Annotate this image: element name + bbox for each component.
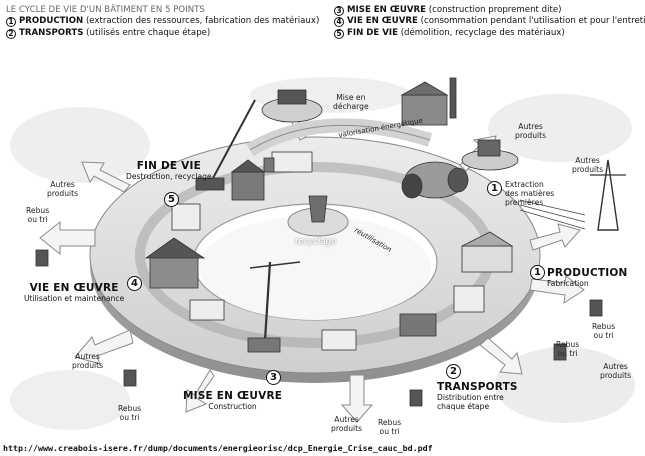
label-line: produits [47, 189, 79, 198]
label-line: produits [331, 424, 363, 433]
label-line: Autres [518, 122, 543, 131]
legend-right: 3 MISE EN ŒUVRE (construction proprement… [334, 5, 645, 39]
stage-subtitle-line: chaque étape [437, 402, 490, 411]
legend-item-name: PRODUCTION [19, 16, 84, 27]
diagram-title: LE CYCLE DE VIE D'UN BÂTIMENT EN 5 POINT… [6, 5, 205, 15]
label-line: Rebus [592, 322, 616, 331]
label-line: Extraction [505, 180, 544, 189]
stage-title: FIN DE VIE [136, 160, 201, 172]
life-cycle-illustration [10, 77, 635, 430]
stage-title: VIE EN ŒUVRE [29, 282, 119, 294]
stage-marker: 4 [127, 276, 142, 291]
label-recyclage: recyclage [295, 237, 337, 247]
recycle-bin-icon [308, 195, 328, 223]
stage-subtitle: Construction [208, 402, 257, 411]
legend-item-mise-en-oeuvre: 3 MISE EN ŒUVRE (construction proprement… [334, 5, 645, 16]
label-mise-en-decharge: Mise en décharge [333, 93, 369, 111]
stage-marker: 1 [487, 181, 502, 196]
label-line: décharge [333, 102, 369, 111]
label-line: ou tri [27, 215, 48, 224]
stage-marker: 3 [266, 370, 281, 385]
illustration-objects [35, 77, 626, 407]
legend-item-desc: (extraction des ressources, fabrication … [85, 16, 320, 27]
legend-number: 3 [334, 5, 344, 16]
label-line: Rebus [378, 418, 402, 427]
stage-title: PRODUCTION [547, 267, 628, 279]
legend-item-desc: (utilisés entre chaque étape) [86, 27, 211, 38]
label-line: Mise en [336, 93, 366, 102]
label-line: produits [515, 131, 547, 140]
legend-item-name: TRANSPORTS [19, 27, 84, 38]
stage-title: MISE EN ŒUVRE [183, 390, 283, 402]
label-line: ou tri [119, 413, 140, 422]
legend-item-desc: (consommation pendant l'utilisation et p… [420, 16, 645, 27]
label-line: Rebus [118, 404, 142, 413]
legend-item-name: FIN DE VIE [347, 27, 398, 38]
label-line: ou tri [557, 349, 578, 358]
legend-item-fin-de-vie: 5 FIN DE VIE (démolition, recyclage des … [334, 28, 645, 39]
label-line: Autres [575, 156, 600, 165]
legend-number: 1 [6, 17, 16, 28]
label-line: Autres [603, 362, 628, 371]
label-line: premières [505, 198, 544, 207]
stage-subtitle-line: Distribution entre [437, 393, 504, 402]
label-line: Autres [334, 415, 359, 424]
legend-left: LE CYCLE DE VIE D'UN BÂTIMENT EN 5 POINT… [6, 5, 319, 39]
stage-fin-de-vie: FIN DE VIE Destruction, recyclage [126, 160, 212, 181]
legend-item-desc: (démolition, recyclage des matériaux) [400, 27, 565, 38]
legend-item-production: 1 PRODUCTION (extraction des ressources,… [6, 16, 320, 28]
legend-item-name: MISE EN ŒUVRE [347, 5, 427, 15]
label-line: Rebus [556, 340, 580, 349]
label-line: produits [600, 371, 632, 380]
stage-vie-en-oeuvre: VIE EN ŒUVRE Utilisation et maintenance [24, 282, 124, 303]
label-line: des matières [505, 189, 555, 198]
stage-transports: TRANSPORTS Distribution entre chaque éta… [437, 381, 518, 411]
legend-number: 5 [334, 28, 344, 39]
stage-subtitle: Fabrication [547, 279, 589, 288]
label-line: Autres [75, 352, 100, 361]
legend-number: 2 [6, 28, 16, 39]
source-url: http://www.creabois-isere.fr/dump/docume… [0, 441, 645, 456]
legend-number: 4 [334, 17, 344, 28]
label-line: Rebus [26, 206, 50, 215]
legend-item-desc: (construction proprement dite) [428, 5, 562, 15]
stage-marker: 2 [446, 364, 461, 379]
label-line: ou tri [379, 427, 400, 436]
stage-production: PRODUCTION Fabrication [547, 267, 627, 288]
label-line: produits [572, 165, 604, 174]
stage-marker: 1 [530, 265, 545, 280]
stage-marker: 5 [164, 192, 179, 207]
stage-subtitle: Destruction, recyclage [126, 172, 212, 181]
label-line: ou tri [593, 331, 614, 340]
stage-subtitle: Utilisation et maintenance [24, 294, 125, 303]
label-line: Autres [50, 180, 75, 189]
legend-item-name: VIE EN ŒUVRE [347, 16, 418, 27]
stage-title: TRANSPORTS [437, 381, 518, 393]
label-extraction: Extraction des matières premières [505, 180, 554, 207]
label-line: produits [72, 361, 104, 370]
legend-item-vie-en-oeuvre: 4 VIE EN ŒUVRE (consommation pendant l'u… [334, 16, 645, 28]
legend-item-transports: 2 TRANSPORTS (utilisés entre chaque étap… [6, 28, 319, 39]
background-swirls [10, 77, 635, 430]
stage-mise-en-oeuvre: MISE EN ŒUVRE Construction [183, 390, 282, 411]
